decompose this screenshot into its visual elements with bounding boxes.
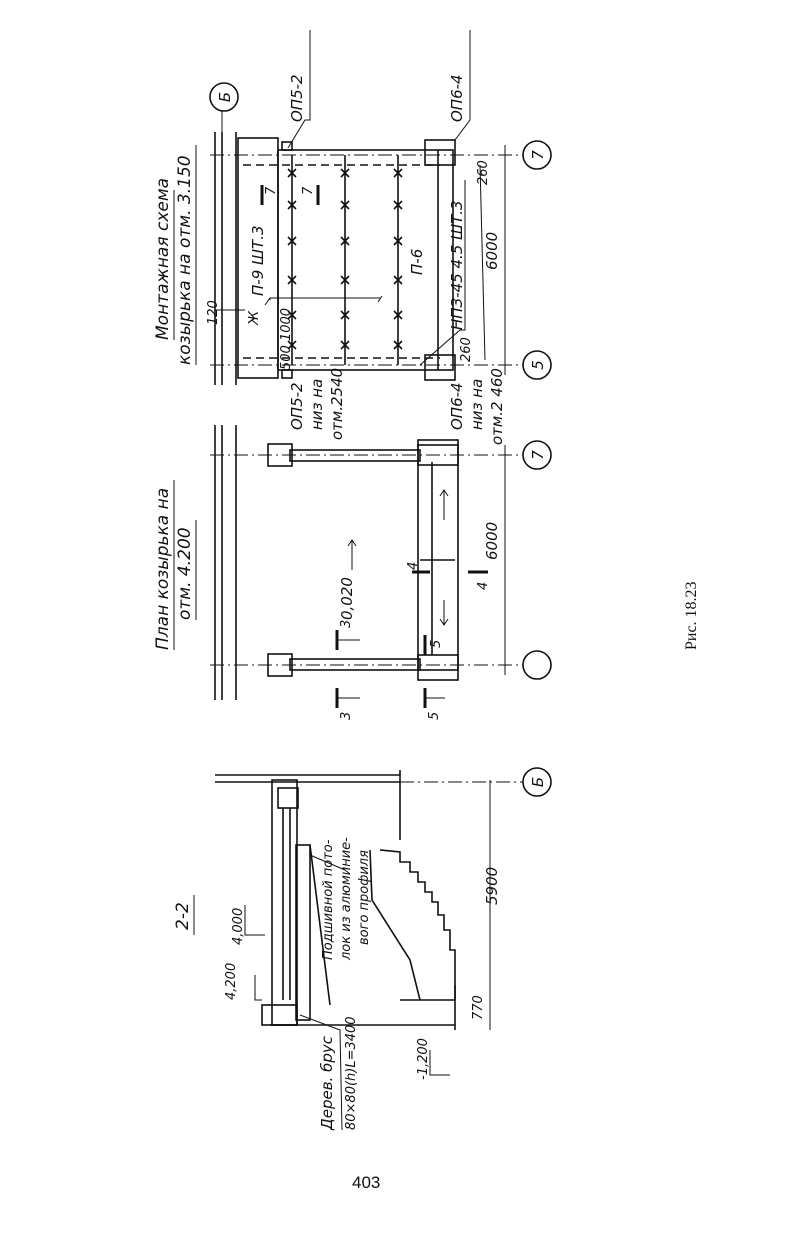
cut-mark-4b: 4	[476, 582, 491, 590]
dim-260-top: 260	[476, 160, 491, 185]
label-p9: П-9 ШТ.3	[249, 225, 267, 296]
canopy-plan: 0,020 3 3 4 4 5 5 План козырька на отм. …	[153, 425, 552, 720]
dim-260-bottom: 260	[459, 337, 474, 362]
plan-axis-bubble-7	[522, 440, 552, 470]
dim-6000-montage: 6000	[483, 232, 501, 270]
ceiling-note-line3: вого профиля	[357, 850, 372, 945]
cut-mark-7a: 7	[264, 186, 279, 195]
label-op5-2-note1: низ на	[308, 379, 326, 430]
axis-bubble-5	[522, 350, 552, 380]
axis-label-5: 5	[529, 360, 547, 370]
dim-5900: 5900	[483, 867, 501, 905]
cut-mark-4a: 4	[406, 562, 421, 570]
label-op5-2-note2: отм.2540	[328, 368, 346, 440]
plan-axis-label-7: 7	[529, 450, 547, 460]
montage-title-line1: Монтажная схема	[153, 178, 173, 340]
cut-mark-5b: 5	[427, 712, 442, 720]
dim-770: 770	[471, 995, 486, 1020]
label-op6-4-note2: отм.2 460	[488, 368, 506, 445]
beam-note-line1: Дерев. брус	[318, 1035, 336, 1131]
beam-note-line2: 80×80(h)L=3400	[344, 1016, 359, 1130]
weld-crosses	[287, 168, 403, 350]
label-op6-4-top: ОП6-4	[448, 74, 466, 122]
label-p6: П-6	[408, 249, 426, 275]
section-title: 2-2	[173, 902, 193, 930]
plan-title-line1: План козырька на	[153, 488, 173, 650]
panel-ribs	[291, 155, 399, 365]
axis-label-b: Б	[216, 92, 234, 102]
figure-caption: Рис. 18.23	[683, 581, 700, 650]
label-op6-4-note1: низ на	[468, 379, 486, 430]
axis-label-7: 7	[529, 150, 547, 160]
section-axis-bubble-b	[522, 767, 552, 797]
cut-mark-7b: 7	[301, 186, 316, 195]
dim-500-1000: 500 1000	[279, 308, 294, 370]
section-axis-label-b: Б	[529, 777, 547, 787]
ceiling-note-line2: лок из алюминие-	[339, 837, 354, 961]
section-2-2: 5900 770 Б 2-2 4,000 4,200 -1,200 Подшив…	[173, 767, 552, 1131]
dim-6000-plan: 6000	[483, 522, 501, 560]
cut-mark-5a: 5	[429, 640, 444, 648]
cut-mark-3a: 3	[339, 620, 354, 628]
ceiling-note-line1: Подшивной пото-	[321, 839, 336, 960]
dim-120: 120	[206, 300, 221, 325]
montage-title-line2: козырька на отм. 3.150	[175, 155, 195, 365]
elev-minus-1200: -1,200	[416, 1038, 431, 1080]
mark-zh: Ж	[247, 310, 262, 326]
axis-bubble-7	[522, 140, 552, 170]
cut-mark-3b: 3	[339, 712, 354, 720]
elev-4000: 4,000	[231, 908, 246, 945]
label-op6-4-bottom: ОП6-4	[448, 382, 466, 430]
slope-value: 0,020	[338, 577, 356, 620]
label-op5-2-top: ОП5-2	[288, 74, 306, 122]
montage-scheme: Б П-9 ШТ.3 П-6 7 7 120	[153, 30, 552, 445]
plan-axis-bubble-empty	[522, 650, 552, 680]
label-op5-2-bottom: ОП5-2	[288, 382, 306, 430]
plan-title-line2: отм. 4.200	[175, 527, 195, 620]
axis-bubble-b	[209, 82, 239, 112]
page-number: 403	[352, 1173, 380, 1192]
label-npz: НПЗ-45 4.5 ШТ.3	[448, 200, 466, 330]
elev-4200: 4,200	[224, 963, 239, 1000]
